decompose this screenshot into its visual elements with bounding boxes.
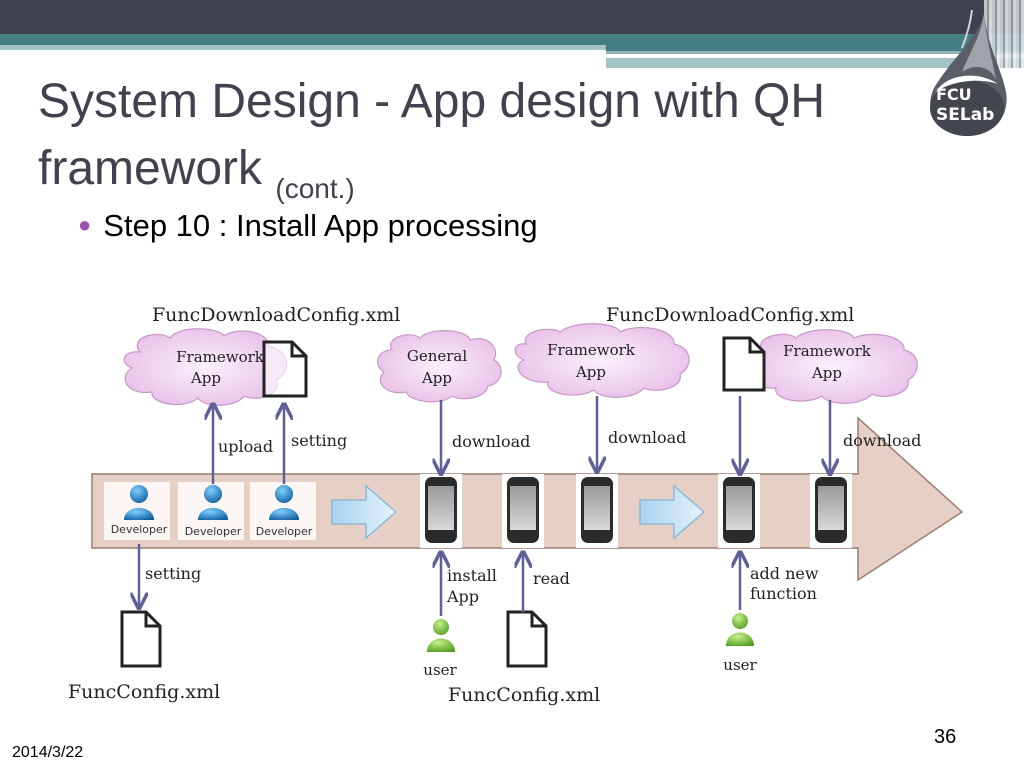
cloud-framework-app-3: Framework App — [747, 329, 918, 404]
user-2: user — [723, 613, 758, 674]
func-download-config-label-left: FuncDownloadConfig.xml — [152, 304, 400, 326]
cloud-general-app: General App — [376, 330, 502, 403]
footer-date: 2014/3/22 — [12, 744, 84, 761]
label-download-2: download — [608, 428, 686, 447]
svg-text:App: App — [811, 364, 842, 382]
developer-3: Developer — [250, 482, 316, 540]
phone-5 — [810, 474, 852, 548]
svg-text:General: General — [407, 347, 468, 365]
svg-text:FCU: FCU — [936, 85, 972, 104]
svg-text:App: App — [190, 369, 221, 387]
bullet-step: ● Step 10 : Install App processing — [78, 208, 538, 244]
svg-text:App: App — [421, 369, 452, 387]
page-number: 36 — [934, 726, 957, 748]
phone-4 — [718, 474, 760, 548]
step-arrow-1 — [331, 484, 397, 540]
header-band-light-right-lower — [606, 58, 1024, 68]
svg-text:SELab: SELab — [936, 105, 994, 125]
developer-2: Developer — [178, 482, 244, 540]
func-download-config-label-right: FuncDownloadConfig.xml — [606, 304, 854, 326]
step-arrow-2 — [639, 484, 705, 540]
func-config-label-left: FuncConfig.xml — [68, 681, 220, 703]
slide-title: System Design - App design with QH frame… — [38, 68, 898, 222]
label-download-3: download — [843, 431, 921, 450]
svg-text:user: user — [423, 661, 457, 679]
svg-text:user: user — [723, 656, 757, 674]
document-icon-download-config-left — [262, 340, 308, 398]
user-1: user — [423, 619, 458, 679]
bullet-text: Step 10 : Install App processing — [103, 208, 538, 243]
svg-text:Framework: Framework — [547, 341, 636, 359]
label-upload: upload — [218, 437, 273, 456]
svg-text:Developer: Developer — [111, 523, 168, 536]
label-download-1: download — [452, 432, 530, 451]
label-setting-bottom: setting — [145, 564, 201, 583]
label-add-line1: add new — [750, 564, 819, 583]
slide-title-sub: (cont.) — [275, 173, 355, 204]
phone-1 — [420, 474, 462, 548]
slide-title-main: System Design - App design with QH frame… — [38, 75, 826, 195]
phone-3 — [576, 474, 618, 548]
label-install-line2: App — [446, 587, 479, 606]
svg-text:Framework: Framework — [176, 348, 265, 366]
header-band-dark — [0, 0, 1024, 34]
header-band-teal-right — [606, 45, 1024, 51]
header-band-light — [0, 45, 606, 50]
svg-text:Developer: Developer — [185, 525, 242, 538]
label-add-line2: function — [750, 584, 817, 603]
label-setting-top: setting — [291, 431, 347, 450]
document-icon-func-config-bottom — [506, 610, 548, 668]
svg-text:Developer: Developer — [256, 525, 313, 538]
svg-text:App: App — [575, 363, 606, 381]
svg-text:Framework: Framework — [783, 342, 872, 360]
header-band-light-right — [606, 51, 1024, 54]
label-install-line1: install — [447, 566, 497, 585]
header-band-teal — [0, 34, 1024, 45]
cloud-framework-app-1: Framework App — [123, 328, 287, 406]
label-read: read — [533, 569, 570, 588]
cloud-framework-app-2: Framework App — [514, 323, 690, 398]
func-config-label-bottom: FuncConfig.xml — [448, 684, 600, 706]
bullet-marker-icon: ● — [78, 212, 92, 237]
fcu-selab-logo: FCU SELab — [930, 9, 1007, 136]
document-icon-func-config-left — [120, 610, 162, 668]
document-icon-download-config-right — [722, 336, 766, 392]
phone-2 — [502, 474, 544, 548]
developer-1: Developer — [104, 482, 170, 540]
